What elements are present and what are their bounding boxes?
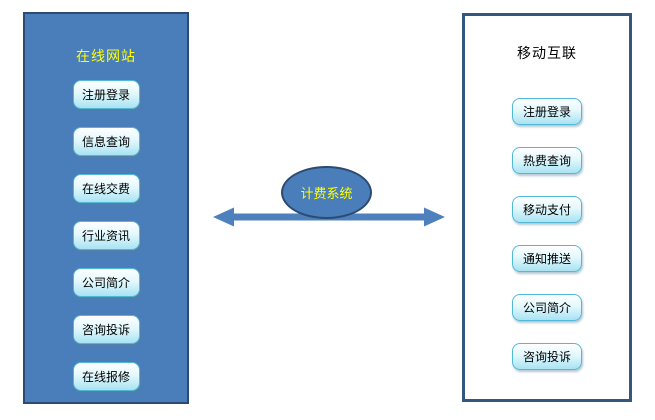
mobile-internet-button-column: 注册登录 热费查询 移动支付 通知推送 公司简介 咨询投诉 xyxy=(512,98,582,370)
billing-system-label: 计费系统 xyxy=(300,186,353,201)
billing-system-ellipse: 计费系统 xyxy=(281,166,372,219)
mobile-internet-title: 移动互联 xyxy=(517,45,577,61)
panel-button-online-repair: 在线报修 xyxy=(72,362,140,391)
panel-button-company-profile: 公司简介 xyxy=(72,268,140,297)
panel-button-consult-complaint: 咨询投诉 xyxy=(512,343,582,370)
panel-button-register-login: 注册登录 xyxy=(512,98,582,125)
panel-button-register-login: 注册登录 xyxy=(72,80,140,109)
panel-button-company-profile: 公司简介 xyxy=(512,294,582,321)
online-website-title: 在线网站 xyxy=(76,48,136,64)
mobile-internet-panel: 移动互联 注册登录 热费查询 移动支付 通知推送 公司简介 咨询投诉 xyxy=(462,13,632,402)
online-website-panel: 在线网站 注册登录 信息查询 在线交费 行业资讯 公司简介 咨询投诉 在线报修 xyxy=(23,12,189,404)
online-website-button-column: 注册登录 信息查询 在线交费 行业资讯 公司简介 咨询投诉 在线报修 xyxy=(72,80,140,391)
panel-button-heat-fee-query: 热费查询 xyxy=(512,147,582,174)
panel-button-industry-news: 行业资讯 xyxy=(72,221,140,250)
panel-button-consult-complaint: 咨询投诉 xyxy=(72,315,140,344)
panel-button-info-query: 信息查询 xyxy=(72,127,140,156)
panel-button-mobile-payment: 移动支付 xyxy=(512,196,582,223)
panel-button-online-payment: 在线交费 xyxy=(72,174,140,203)
panel-button-notification-push: 通知推送 xyxy=(512,245,582,272)
